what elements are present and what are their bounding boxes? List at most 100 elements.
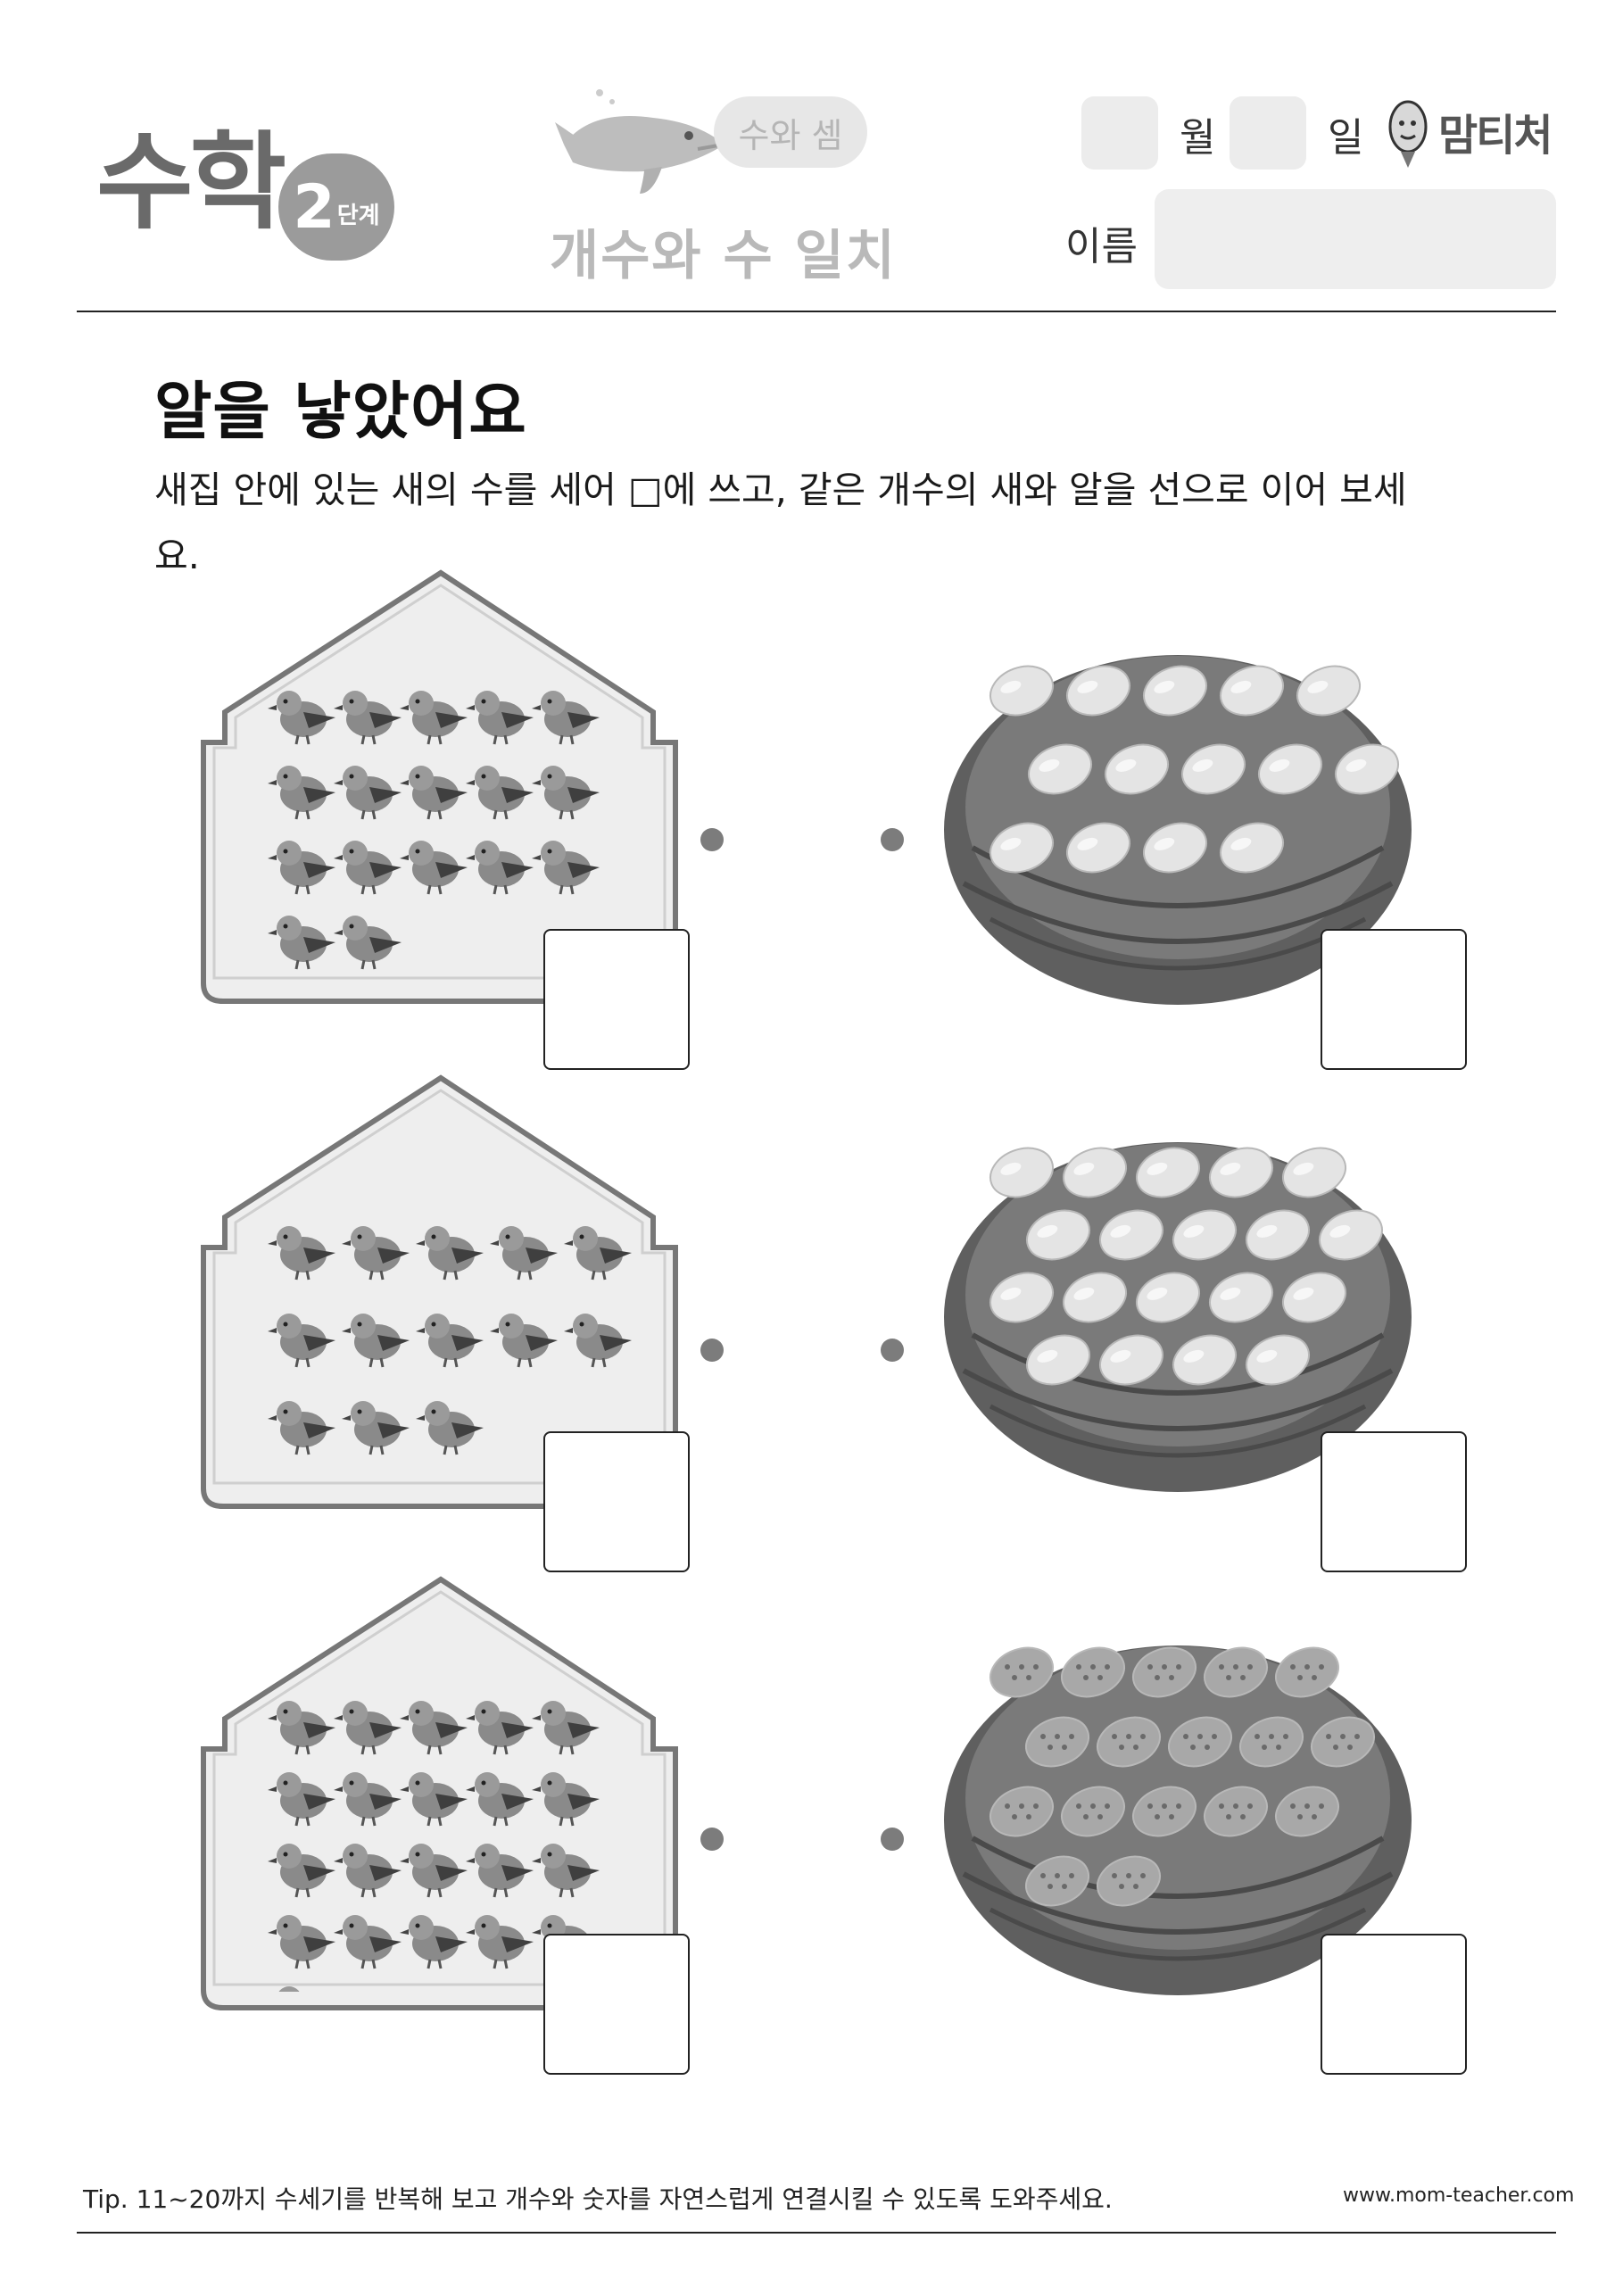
bird-icon (490, 1226, 558, 1281)
birds-group-2 (268, 1226, 632, 1455)
bird-icon (334, 1915, 402, 1969)
bird-icon (466, 1772, 534, 1827)
egg-icon (1209, 1272, 1273, 1323)
egg-icon (1026, 1209, 1090, 1261)
egg-icon (1296, 665, 1361, 717)
bird-icon (268, 1701, 335, 1755)
egg-icon (1204, 1786, 1268, 1837)
egg-icon (1258, 743, 1322, 795)
bird-icon (532, 766, 600, 820)
tip-text: Tip. 11~20까지 수세기를 반복해 보고 개수와 숫자를 자연스럽게 연… (83, 2184, 1113, 2214)
bird-icon (334, 1772, 402, 1827)
eggs-group-3 (990, 1646, 1375, 1907)
bird-icon (342, 1401, 410, 1455)
bird-icon (400, 691, 468, 745)
name-label: 이름 (1065, 224, 1138, 269)
egg-icon (990, 1646, 1054, 1698)
egg-icon (1061, 1786, 1125, 1837)
egg-icon (1168, 1716, 1232, 1768)
bird-icon (334, 766, 402, 820)
egg-icon (1282, 1272, 1346, 1323)
egg-icon (1063, 1147, 1127, 1198)
bird-icon (532, 691, 600, 745)
bird-count-box-2[interactable] (543, 1431, 690, 1572)
bird-icon (532, 1701, 600, 1755)
bird-icon (268, 766, 335, 820)
bird-count-box-1[interactable] (543, 929, 690, 1070)
footer-divider (77, 2232, 1556, 2234)
eggs-group-1 (990, 665, 1399, 874)
day-field[interactable] (1230, 96, 1306, 170)
connect-dot-bird-1[interactable] (700, 828, 724, 851)
bird-icon (278, 1986, 300, 1992)
whale-icon (555, 82, 742, 207)
egg-icon (1025, 1855, 1089, 1907)
bird-icon (532, 1844, 600, 1898)
bird-icon (466, 1844, 534, 1898)
bird-icon (342, 1314, 410, 1368)
bird-icon (400, 1772, 468, 1827)
egg-icon (990, 822, 1054, 874)
website-link[interactable]: www.mom-teacher.com (1343, 2184, 1575, 2207)
day-label: 일 (1328, 115, 1364, 161)
egg-count-box-3[interactable] (1321, 1934, 1467, 2075)
egg-icon (1097, 1855, 1161, 1907)
instruction-text: 새집 안에 있는 새의 수를 세어 □에 쓰고, 같은 개수의 새와 알을 선으… (154, 468, 1407, 577)
egg-icon (1246, 1334, 1310, 1386)
egg-icon (1239, 1716, 1304, 1768)
egg-icon (1028, 743, 1092, 795)
bird-icon (334, 916, 402, 970)
category-pill: 수와 셈 (714, 96, 867, 168)
egg-icon (1172, 1334, 1237, 1386)
egg-icon (1220, 822, 1284, 874)
bird-icon (466, 691, 534, 745)
connect-dot-egg-2[interactable] (881, 1339, 904, 1362)
egg-count-box-2[interactable] (1321, 1431, 1467, 1572)
egg-icon (1220, 665, 1284, 717)
bird-icon (334, 1701, 402, 1755)
bird-icon (268, 1915, 335, 1969)
egg-count-box-1[interactable] (1321, 929, 1467, 1070)
level-badge: 2 단계 (278, 153, 394, 261)
brand-name: 맘티처 (1438, 111, 1553, 161)
egg-icon (1026, 1334, 1090, 1386)
logo-title: 수학 (96, 120, 286, 244)
level-number: 2 (293, 171, 335, 243)
bird-icon (400, 766, 468, 820)
egg-icon (1319, 1209, 1383, 1261)
bird-icon (416, 1314, 484, 1368)
connect-dot-bird-3[interactable] (700, 1828, 724, 1851)
bird-icon (416, 1226, 484, 1281)
egg-icon (1132, 1786, 1197, 1837)
bird-icon (268, 841, 335, 895)
bird-icon (400, 1701, 468, 1755)
bird-icon (268, 691, 335, 745)
connect-dot-bird-2[interactable] (700, 1339, 724, 1362)
egg-icon (1335, 743, 1399, 795)
month-field[interactable] (1081, 96, 1158, 170)
egg-icon (1136, 1147, 1200, 1198)
egg-icon (1181, 743, 1246, 795)
worksheet-topic: 개수와 수 일치 (550, 225, 897, 287)
bird-icon (268, 1772, 335, 1827)
connect-dot-egg-3[interactable] (881, 1828, 904, 1851)
egg-icon (990, 1272, 1054, 1323)
connect-dot-egg-1[interactable] (881, 828, 904, 851)
month-label: 월 (1180, 115, 1216, 161)
egg-icon (1143, 665, 1207, 717)
egg-icon (1204, 1646, 1268, 1698)
bird-count-box-3[interactable] (543, 1934, 690, 2075)
egg-icon (1099, 1209, 1163, 1261)
egg-icon (1025, 1716, 1089, 1768)
bird-icon (416, 1401, 484, 1455)
bird-icon (334, 691, 402, 745)
bird-icon (532, 841, 600, 895)
egg-icon (1311, 1716, 1375, 1768)
egg-icon (1061, 1646, 1125, 1698)
name-field[interactable] (1155, 189, 1556, 289)
bird-icon (400, 1844, 468, 1898)
bird-icon (466, 766, 534, 820)
egg-icon (1209, 1147, 1273, 1198)
eggs-group-2 (990, 1147, 1383, 1386)
bird-icon (564, 1226, 632, 1281)
